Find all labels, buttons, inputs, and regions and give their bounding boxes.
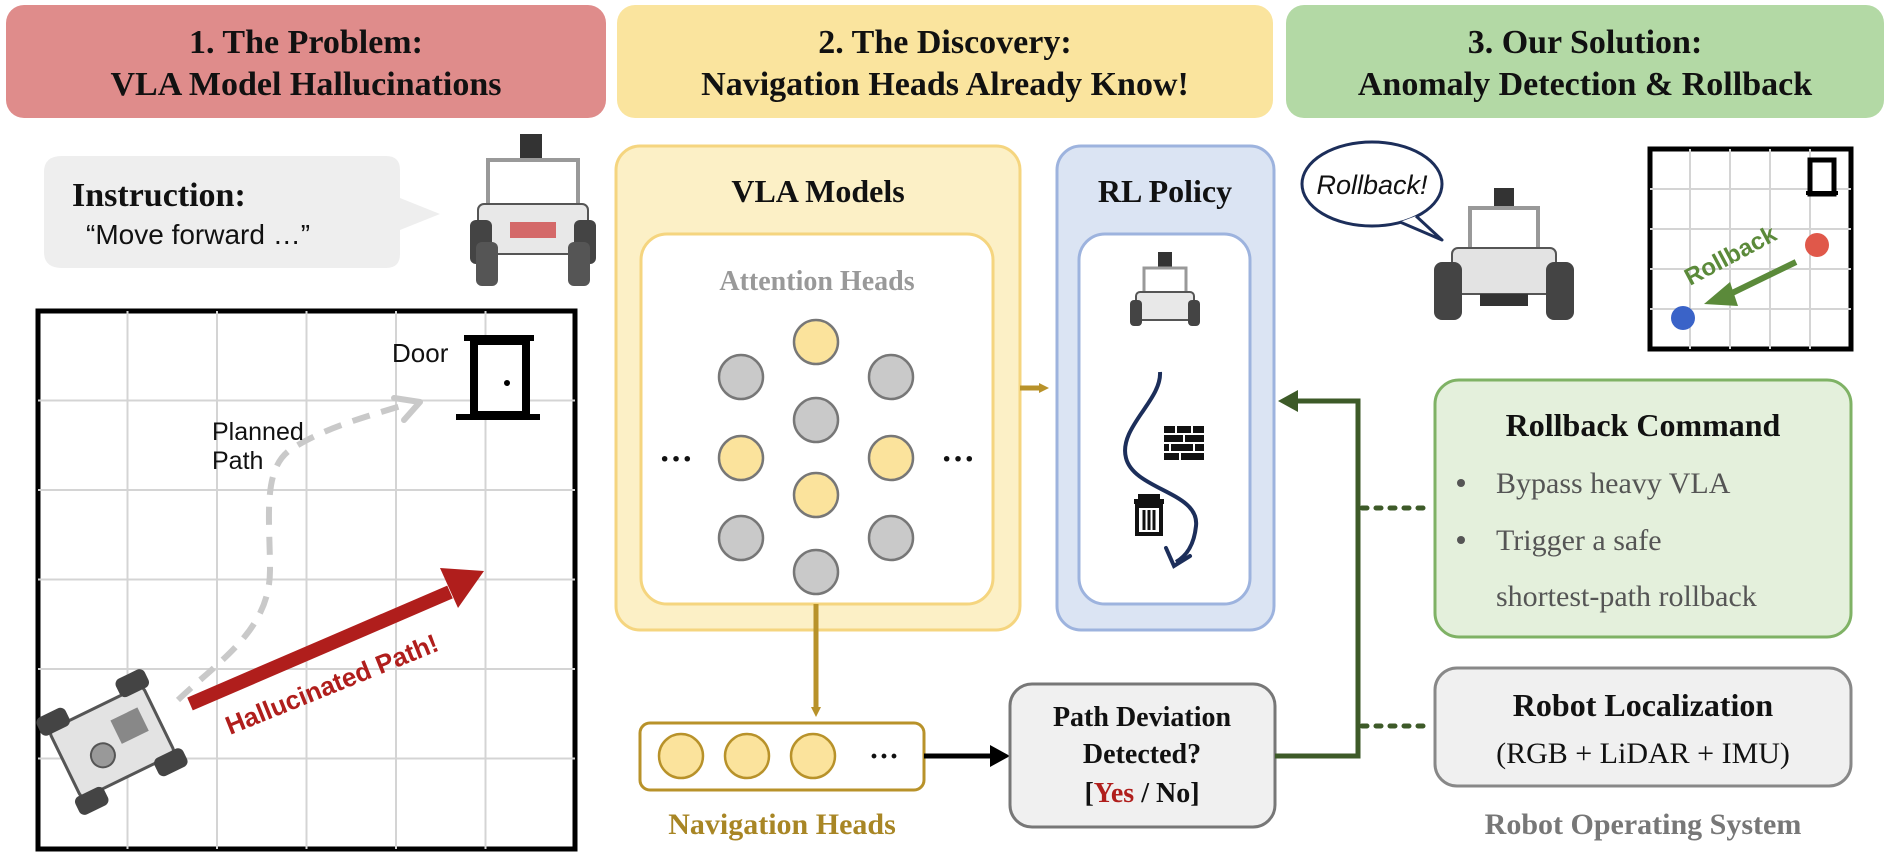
nav-to-deviation-arrow [924, 745, 1010, 767]
header-problem: 1. The Problem: VLA Model Hallucinations [6, 5, 606, 118]
header-solution-line2: Anomaly Detection & Rollback [1358, 66, 1812, 103]
rollback-command-box: Rollback Command Bypass heavy VLA Trigge… [1433, 378, 1853, 639]
door-icon [456, 335, 540, 420]
rollback-speech-bubble: Rollback! [1300, 140, 1444, 242]
header-discovery-line2: Navigation Heads Already Know! [701, 66, 1189, 103]
attention-heads-label: Attention Heads [719, 266, 914, 297]
rollback-command-title: Rollback Command [1506, 407, 1781, 443]
command-item-3: shortest-path rollback [1496, 580, 1757, 613]
attention-heads-group [717, 318, 915, 596]
attention-head [867, 434, 915, 482]
vla-models-title: VLA Models [731, 173, 904, 209]
header-problem-line2: VLA Model Hallucinations [110, 66, 501, 103]
solution-robot-icon [1434, 188, 1574, 320]
header-discovery-line1: 2. The Discovery: [818, 24, 1071, 61]
trash-icon [1134, 494, 1164, 536]
navigation-heads-group [657, 732, 837, 780]
deviation-yes: Yes [1094, 778, 1135, 809]
attention-heads-ellipsis-left: ··· [659, 441, 693, 478]
planned-path-arrowhead [391, 395, 423, 423]
attention-head [792, 471, 840, 519]
navigation-head [723, 732, 771, 780]
planned-path-label-line2: Path [212, 447, 263, 475]
header-solution: 3. Our Solution: Anomaly Detection & Rol… [1286, 5, 1884, 118]
attention-head [717, 514, 765, 562]
rl-robot-icon [1130, 252, 1200, 326]
brick-wall-icon [1164, 426, 1204, 460]
navigation-head [789, 732, 837, 780]
attention-heads-ellipsis-right: ··· [941, 441, 975, 478]
attention-head [717, 434, 765, 482]
command-item-1: Bypass heavy VLA [1496, 467, 1731, 500]
deviation-no: No [1156, 778, 1190, 809]
navigation-head [657, 732, 705, 780]
robot-localization-box: Robot Localization (RGB + LiDAR + IMU) [1433, 666, 1853, 788]
command-item-2: Trigger a safe [1496, 524, 1662, 557]
navigation-heads-label: Navigation Heads [668, 808, 896, 841]
path-deviation-box: Path Deviation Detected? [Yes / No] [1008, 682, 1277, 829]
attention-head [792, 318, 840, 366]
planned-path-label-line1: Planned [212, 418, 304, 446]
rl-path-arrowhead [1164, 546, 1192, 569]
rl-policy-title: RL Policy [1098, 173, 1232, 209]
deviation-line1: Path Deviation [1053, 702, 1232, 733]
deviation-line2: Detected? [1083, 739, 1201, 770]
mini-door-icon [1806, 157, 1838, 197]
attention-head [792, 396, 840, 444]
robot-icon [470, 134, 596, 286]
hallucinated-path-arrow [187, 568, 484, 711]
localization-text: (RGB + LiDAR + IMU) [1496, 737, 1790, 770]
instruction-bubble: Instruction: “Move forward …” [44, 156, 440, 268]
localization-title: Robot Localization [1513, 687, 1774, 723]
deviation-answer: [Yes / No] [1084, 778, 1199, 809]
target-position-marker [1671, 306, 1695, 330]
attention-head [867, 353, 915, 401]
instruction-label: Instruction: [72, 177, 246, 214]
attention-head [867, 514, 915, 562]
attention-head [717, 353, 765, 401]
current-position-marker [1805, 233, 1829, 257]
door-label: Door [392, 338, 449, 368]
rollback-bubble-text: Rollback! [1316, 170, 1428, 200]
navigation-heads-ellipsis: ··· [869, 740, 899, 773]
header-solution-line1: 3. Our Solution: [1468, 24, 1703, 61]
instruction-text: “Move forward …” [86, 219, 310, 250]
attention-head [792, 548, 840, 596]
rl-path-curve [1123, 371, 1199, 564]
deviation-to-rl-connector [1275, 390, 1361, 759]
ros-label: Robot Operating System [1485, 808, 1802, 841]
header-discovery: 2. The Discovery: Navigation Heads Alrea… [617, 5, 1273, 118]
rl-policy-box: RL Policy [1055, 144, 1276, 632]
planned-path [175, 401, 409, 703]
map-rollback-arrow [1704, 259, 1798, 306]
header-problem-line1: 1. The Problem: [189, 24, 423, 61]
robot-topdown-icon [36, 669, 188, 815]
